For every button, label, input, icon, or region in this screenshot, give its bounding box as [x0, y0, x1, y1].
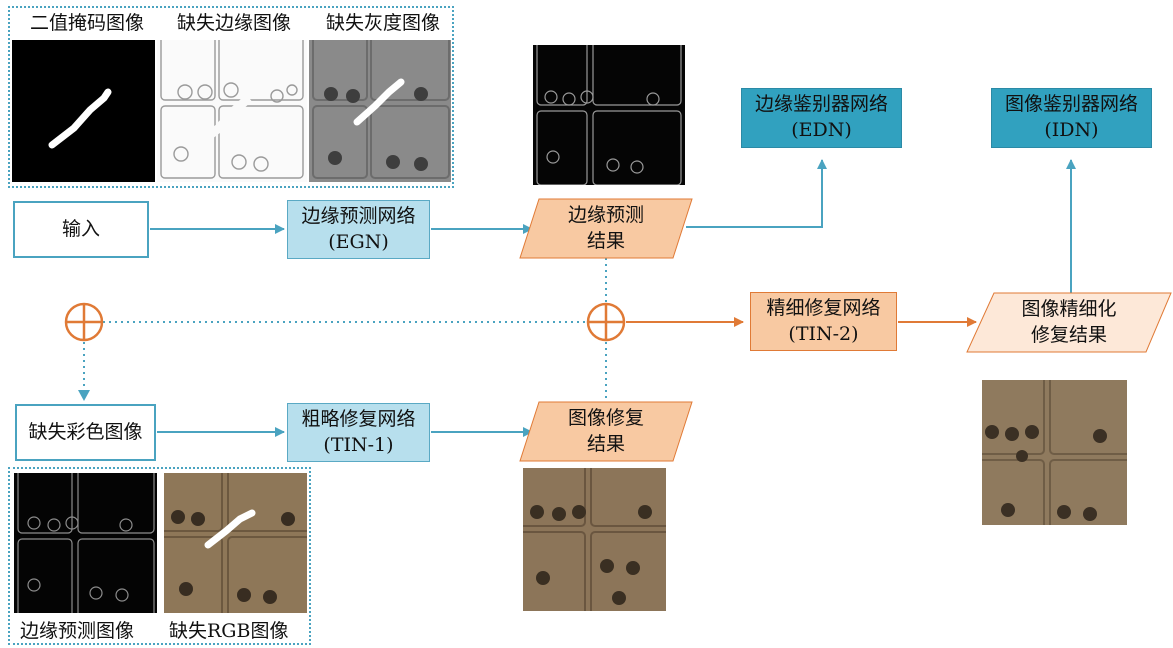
label-missing-rgb: 缺失RGB图像 — [169, 622, 288, 641]
tin2-title: 精细修复网络 — [766, 296, 880, 322]
egn-abbr: (EGN) — [328, 230, 389, 256]
tin2-abbr: (TIN-2) — [788, 322, 858, 348]
fine-result-line1: 图像精细化 — [1021, 297, 1116, 323]
plus-right-icon — [588, 304, 624, 340]
idn-abbr: (IDN) — [1044, 118, 1098, 144]
label-edge-predict: 边缘预测图像 — [20, 622, 134, 641]
idn-title: 图像鉴别器网络 — [1005, 92, 1138, 118]
edge-result-node: 边缘预测 结果 — [519, 198, 693, 259]
edge-result-image — [533, 45, 685, 185]
missing-gray-image — [309, 40, 451, 182]
fine-result-image — [982, 380, 1127, 525]
edn-abbr: (EDN) — [791, 118, 852, 144]
egn-box: 边缘预测网络 (EGN) — [287, 200, 430, 259]
missing-rgb-image — [164, 473, 307, 613]
binary-mask-image — [12, 40, 155, 182]
input-label: 输入 — [62, 217, 100, 243]
edn-title: 边缘鉴别器网络 — [755, 92, 888, 118]
label-missing-gray: 缺失灰度图像 — [326, 14, 440, 33]
fine-result-node: 图像精细化 修复结果 — [966, 292, 1172, 353]
plus-left-icon — [66, 304, 102, 340]
arrowhead-missing — [78, 390, 90, 401]
tin1-box: 粗略修复网络 (TIN-1) — [287, 403, 430, 462]
edn-box: 边缘鉴别器网络 (EDN) — [741, 88, 902, 148]
tin1-abbr: (TIN-1) — [323, 433, 393, 459]
label-missing-edge: 缺失边缘图像 — [177, 14, 291, 33]
fine-result-line2: 修复结果 — [1031, 323, 1107, 349]
coarse-result-node: 图像修复 结果 — [519, 401, 693, 462]
coarse-result-image — [523, 468, 666, 611]
edge-result-line1: 边缘预测 — [568, 203, 644, 229]
arrow-edge-result-edn — [686, 160, 822, 227]
tin2-box: 精细修复网络 (TIN-2) — [750, 292, 897, 351]
tin1-title: 粗略修复网络 — [301, 407, 415, 433]
coarse-result-line1: 图像修复 — [568, 406, 644, 432]
egn-title: 边缘预测网络 — [301, 204, 415, 230]
input-box: 输入 — [13, 201, 149, 258]
idn-box: 图像鉴别器网络 (IDN) — [991, 88, 1152, 148]
missing-color-box: 缺失彩色图像 — [15, 404, 156, 461]
label-binary-mask: 二值掩码图像 — [30, 14, 144, 33]
edge-predict-image — [14, 473, 157, 613]
missing-edge-image — [157, 40, 307, 182]
edge-result-line2: 结果 — [587, 229, 625, 255]
coarse-result-line2: 结果 — [587, 432, 625, 458]
missing-color-label: 缺失彩色图像 — [28, 420, 142, 446]
